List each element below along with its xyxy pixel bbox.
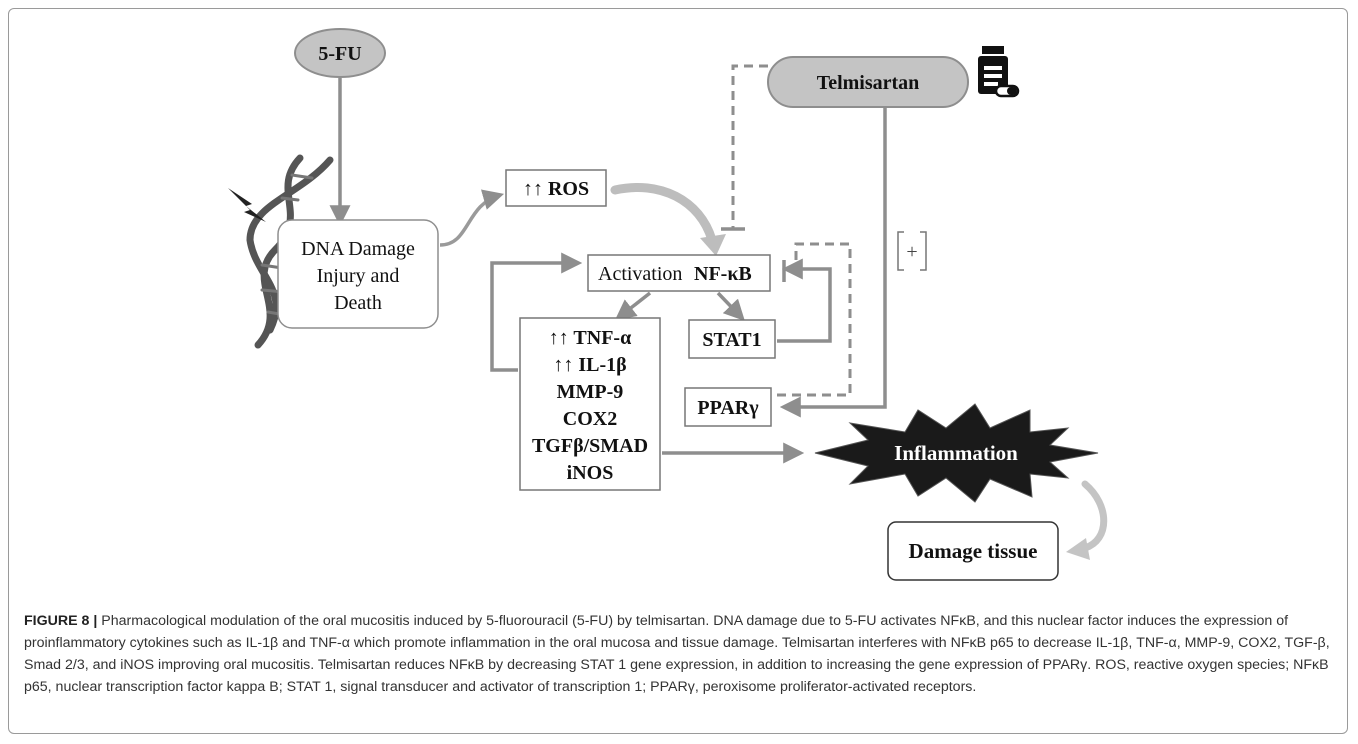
cytokine-item: MMP-9 bbox=[557, 381, 624, 403]
nfkb-to-stat1-arrow bbox=[716, 291, 745, 322]
ros-node: ↑↑ ROS bbox=[505, 169, 607, 207]
cytokine-item: ↑↑ IL-1β bbox=[553, 354, 626, 376]
telmisartan-label: Telmisartan bbox=[817, 72, 920, 94]
dna-damage-node: DNA Damage Injury and Death bbox=[277, 219, 439, 329]
ros-arrow-head bbox=[700, 234, 726, 256]
nfkb-label: NF-κB bbox=[694, 263, 752, 285]
nfkb-prefix: Activation bbox=[598, 263, 682, 285]
ros-label: ↑↑ ROS bbox=[523, 178, 589, 200]
inflammation-label: Inflammation bbox=[894, 441, 1018, 465]
ppar-node: PPARγ bbox=[684, 387, 772, 427]
ppar-label: PPARγ bbox=[697, 397, 759, 419]
damage-arrow-head bbox=[1066, 538, 1090, 560]
ppar-inhibit-nfkb bbox=[777, 242, 852, 397]
dna-helix-icon bbox=[246, 154, 334, 349]
dna-damage-line-2: Injury and bbox=[317, 265, 400, 287]
nfkb-node: Activation NF-κB bbox=[587, 254, 771, 292]
caption-text: Pharmacological modulation of the oral m… bbox=[24, 613, 1330, 695]
dna-to-ros-arrow bbox=[439, 189, 505, 247]
dna-damage-line-3: Death bbox=[334, 292, 382, 314]
figure-label: FIGURE 8 | bbox=[24, 613, 98, 629]
plus-label: + bbox=[906, 241, 917, 263]
figure-caption: FIGURE 8 | Pharmacological modulation of… bbox=[24, 610, 1334, 698]
dna-damage-line-1: DNA Damage bbox=[301, 238, 415, 260]
damage-label: Damage tissue bbox=[909, 539, 1038, 563]
ros-to-nfkb-arrow bbox=[610, 182, 717, 245]
stat1-to-nfkb-arrow bbox=[777, 258, 832, 343]
stat1-node: STAT1 bbox=[688, 319, 776, 359]
medicine-bottle-icon bbox=[978, 46, 1020, 98]
nfkb-to-cytokines-arrow bbox=[614, 291, 652, 321]
lightning-icon bbox=[228, 188, 266, 222]
fu-node: 5-FU bbox=[294, 28, 386, 78]
inflammation-to-damage-arrow bbox=[1081, 480, 1108, 552]
cytokine-item: iNOS bbox=[567, 462, 614, 484]
cytokine-item: COX2 bbox=[563, 408, 617, 430]
telmisartan-inhibit-nfkb bbox=[731, 64, 768, 228]
fu-label: 5-FU bbox=[318, 43, 361, 65]
plus-indicator: + bbox=[897, 231, 927, 271]
inflammation-node: Inflammation bbox=[814, 403, 1099, 503]
mechanism-diagram: 5-FU DNA Damage Injury and Death ↑↑ ROS … bbox=[228, 28, 1108, 581]
damage-tissue-node: Damage tissue bbox=[887, 521, 1059, 581]
cytokine-item: TGFβ/SMAD bbox=[532, 435, 648, 457]
figure-frame bbox=[8, 8, 1348, 734]
cytokines-to-nfkb-loop bbox=[490, 252, 583, 372]
stat1-label: STAT1 bbox=[702, 329, 761, 351]
telmisartan-to-ppar-arrow bbox=[779, 107, 887, 418]
cytokines-node: ↑↑ TNF-α ↑↑ IL-1β MMP-9 COX2 TGFβ/SMAD i… bbox=[519, 317, 661, 491]
cytokine-item: ↑↑ TNF-α bbox=[549, 327, 631, 349]
telmisartan-node: Telmisartan bbox=[767, 56, 969, 108]
